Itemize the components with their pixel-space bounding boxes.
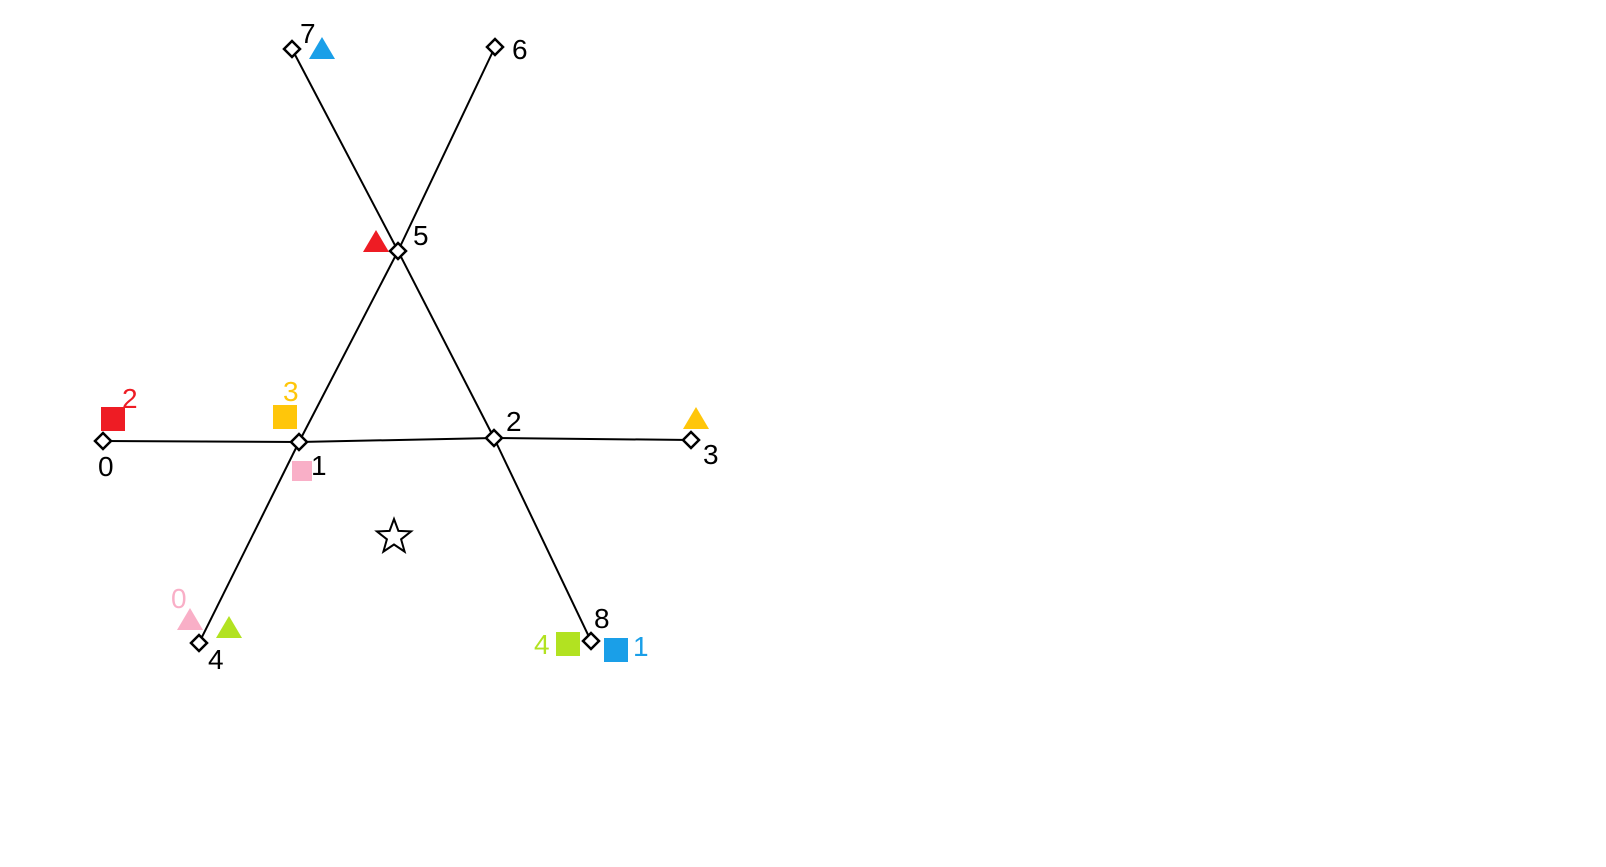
agent-1-square [604,638,628,662]
node-4-label: 4 [208,644,224,675]
node-8-label: 8 [594,603,610,634]
agent-1-label: 1 [633,631,649,662]
goal-1-triangle [309,37,335,59]
goal-0-triangle [177,608,203,630]
goals-layer [177,37,709,638]
agent-3-label: 3 [283,376,299,407]
edge-1-2 [298,437,495,443]
node-6-label: 6 [512,34,528,65]
edge-4-1 [198,441,300,644]
agent-3-square [273,405,297,429]
node-0-diamond [93,431,113,451]
agents-layer: 0 1 2 3 4 [101,376,649,662]
edge-2-8 [493,437,592,642]
node-7-diamond [282,39,302,59]
node-4-diamond [189,633,209,653]
goal-3-triangle [683,407,709,429]
edge-7-5 [291,48,399,252]
agent-0-label: 0 [171,583,187,614]
node-1-label: 1 [311,450,327,481]
node-3-label: 3 [703,439,719,470]
node-2-diamond [484,428,504,448]
star-outline-icon [374,516,414,554]
node-2-label: 2 [506,406,522,437]
node-8-diamond [581,631,601,651]
edge-5-2 [397,250,495,439]
agent-2-square [101,407,125,431]
node-7-label: 7 [300,18,316,49]
edge-2-3 [493,437,692,441]
agent-4-square [556,632,580,656]
edges-layer [102,46,692,644]
node-0-label: 0 [98,451,114,482]
edge-0-1 [102,440,300,443]
node-5-diamond [388,241,408,261]
misc-layer [374,516,414,554]
node-3-diamond [681,430,701,450]
goal-4-triangle [216,616,242,638]
pink-square [292,461,312,481]
goal-2-triangle [363,230,389,252]
node-5-label: 5 [413,220,429,251]
node-6-diamond [485,37,505,57]
agent-2-label: 2 [122,383,138,414]
agent-4-label: 4 [534,629,550,660]
node-1-diamond [289,432,309,452]
edge-5-6 [397,46,496,252]
edge-1-5 [298,250,399,443]
nodes-layer: 0 1 2 3 4 5 6 7 8 [93,18,719,675]
